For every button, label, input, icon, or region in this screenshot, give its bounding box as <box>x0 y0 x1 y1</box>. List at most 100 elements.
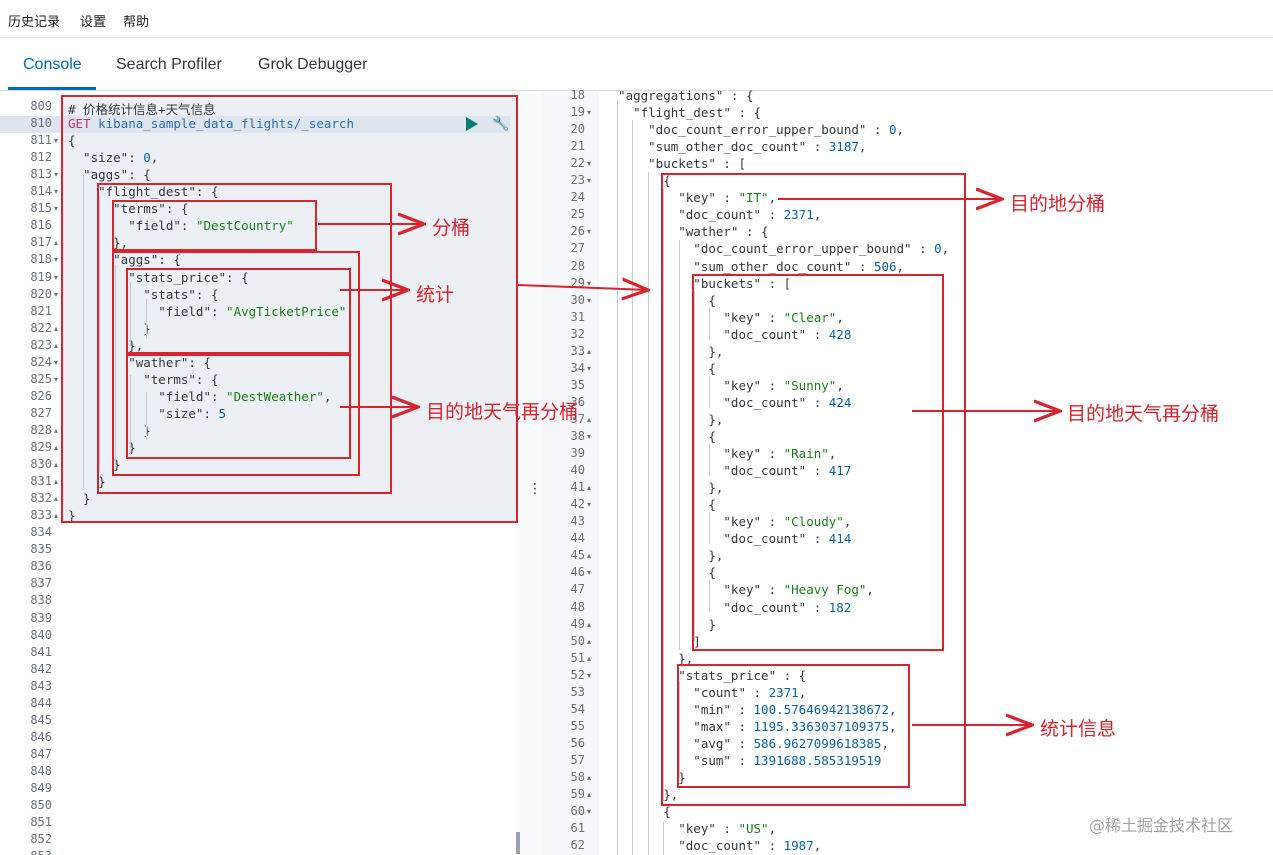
code-line: "field": "AvgTicketPrice" <box>68 304 346 319</box>
line-number: 24 <box>570 190 585 205</box>
fold-close-icon[interactable]: ▴ <box>587 346 592 356</box>
fold-close-icon[interactable]: ▴ <box>587 773 592 782</box>
wrench-icon[interactable]: 🔧 <box>492 115 510 131</box>
line-number: 43 <box>570 514 585 529</box>
line-number: 36 <box>570 394 585 409</box>
indent-guide <box>130 282 131 346</box>
menu-settings[interactable]: 设置 <box>80 15 107 30</box>
code-token: "key" : <box>723 309 777 325</box>
code-token: "Cloudy" <box>783 514 844 530</box>
code-line: "key" : "Cloudy", <box>603 514 851 529</box>
fold-close-icon[interactable]: ▴ <box>54 494 59 504</box>
fold-close-icon[interactable]: ▴ <box>587 636 592 646</box>
fold-close-icon[interactable]: ▴ <box>587 619 592 629</box>
indent-guide <box>709 444 710 476</box>
fold-close-icon[interactable]: ▴ <box>587 414 592 424</box>
code-token: , <box>843 514 852 530</box>
fold-open-icon[interactable]: ▾ <box>54 357 59 367</box>
fold-open-icon[interactable]: ▾ <box>587 807 592 817</box>
code-token: "avg" : <box>693 735 746 751</box>
pane-resizer[interactable] <box>517 92 541 855</box>
fold-close-icon[interactable]: ▴ <box>587 483 592 493</box>
fold-open-icon[interactable]: ▾ <box>587 670 592 680</box>
fold-close-icon[interactable]: ▴ <box>54 323 59 333</box>
line-number: 25 <box>570 207 585 222</box>
fold-close-icon[interactable]: ▴ <box>587 653 592 663</box>
code-token: "doc_count" : <box>603 599 829 615</box>
code-token: "flight_dest" : { <box>603 105 762 121</box>
code-line: "max" : 1195.3363037109375, <box>603 719 896 734</box>
fold-open-icon[interactable]: ▾ <box>54 255 59 265</box>
code-token: "aggregations" : { <box>603 88 754 103</box>
code-token: "key" : <box>723 446 777 462</box>
fold-open-icon[interactable]: ▾ <box>54 187 59 197</box>
line-number: 819 <box>30 269 52 284</box>
line-number: 54 <box>570 701 585 716</box>
code-token: } <box>603 616 716 632</box>
line-number: 58 <box>570 770 585 784</box>
fold-open-icon[interactable]: ▾ <box>587 278 592 288</box>
fold-close-icon[interactable]: ▴ <box>54 340 59 350</box>
code-line: { <box>603 173 671 188</box>
code-token: "wather" : { <box>603 224 769 240</box>
indent-guide <box>709 580 710 612</box>
fold-open-icon[interactable]: ▾ <box>54 374 59 384</box>
line-number: 22 <box>570 156 585 171</box>
fold-open-icon[interactable]: ▾ <box>587 176 592 186</box>
fold-close-icon[interactable]: ▴ <box>54 443 59 452</box>
annotation-box-terms <box>112 200 317 251</box>
vertical-dots-icon[interactable]: ⋮ <box>528 480 542 496</box>
fold-open-icon[interactable]: ▾ <box>54 272 59 282</box>
fold-open-icon[interactable]: ▾ <box>587 159 592 169</box>
line-number: 811 <box>30 133 52 148</box>
fold-open-icon[interactable]: ▾ <box>54 170 59 180</box>
fold-close-icon[interactable]: ▴ <box>54 477 59 487</box>
code-token: 2371 <box>768 684 799 700</box>
tab-console[interactable]: Console <box>23 56 82 73</box>
fold-close-icon[interactable]: ▴ <box>54 425 59 435</box>
tab-grok-debugger[interactable]: Grok Debugger <box>258 56 368 73</box>
code-token: "doc_count" : <box>603 207 784 223</box>
code-token: , <box>768 821 777 837</box>
code-token: GET <box>68 116 99 132</box>
editor-scrollbar[interactable] <box>516 832 520 854</box>
code-token: } <box>68 320 151 336</box>
line-number: 810 <box>30 116 52 131</box>
fold-open-icon[interactable]: ▾ <box>587 568 592 578</box>
code-line: }, <box>603 651 693 666</box>
line-number: 847 <box>30 746 52 761</box>
fold-open-icon[interactable]: ▾ <box>587 295 592 305</box>
annotation-box-bucket-it <box>661 173 966 806</box>
line-number: 37 <box>570 411 585 426</box>
fold-close-icon[interactable]: ▴ <box>587 551 592 561</box>
fold-open-icon[interactable]: ▾ <box>587 432 592 441</box>
fold-open-icon[interactable]: ▾ <box>587 363 592 373</box>
code-token: "sum" : <box>693 752 746 768</box>
code-token: 0 <box>143 150 151 166</box>
line-number: 825 <box>30 371 52 386</box>
fold-close-icon[interactable]: ▴ <box>54 511 59 521</box>
tab-search-profiler[interactable]: Search Profiler <box>116 56 222 73</box>
fold-open-icon[interactable]: ▾ <box>54 289 59 299</box>
code-token: { <box>68 133 76 149</box>
line-number: 35 <box>570 377 585 392</box>
fold-open-icon[interactable]: ▾ <box>587 108 592 118</box>
line-number: 828 <box>30 422 52 437</box>
code-token: , <box>813 838 822 854</box>
fold-open-icon[interactable]: ▾ <box>54 136 59 146</box>
indent-guide <box>663 189 664 801</box>
menu-history[interactable]: 历史记录 <box>8 15 61 30</box>
fold-close-icon[interactable]: ▴ <box>54 460 59 470</box>
menu-help[interactable]: 帮助 <box>123 15 150 30</box>
fold-open-icon[interactable]: ▾ <box>587 500 592 510</box>
fold-open-icon[interactable]: ▾ <box>54 204 59 214</box>
fold-close-icon[interactable]: ▴ <box>587 790 592 800</box>
play-icon[interactable] <box>466 117 478 131</box>
fold-open-icon[interactable]: ▾ <box>587 227 592 237</box>
line-number: 820 <box>30 286 52 301</box>
line-number: 836 <box>30 559 52 574</box>
fold-close-icon[interactable]: ▴ <box>54 238 59 248</box>
line-number: 31 <box>570 309 585 324</box>
indent-guide <box>632 120 633 855</box>
code-line: "key" : "US", <box>603 821 776 836</box>
